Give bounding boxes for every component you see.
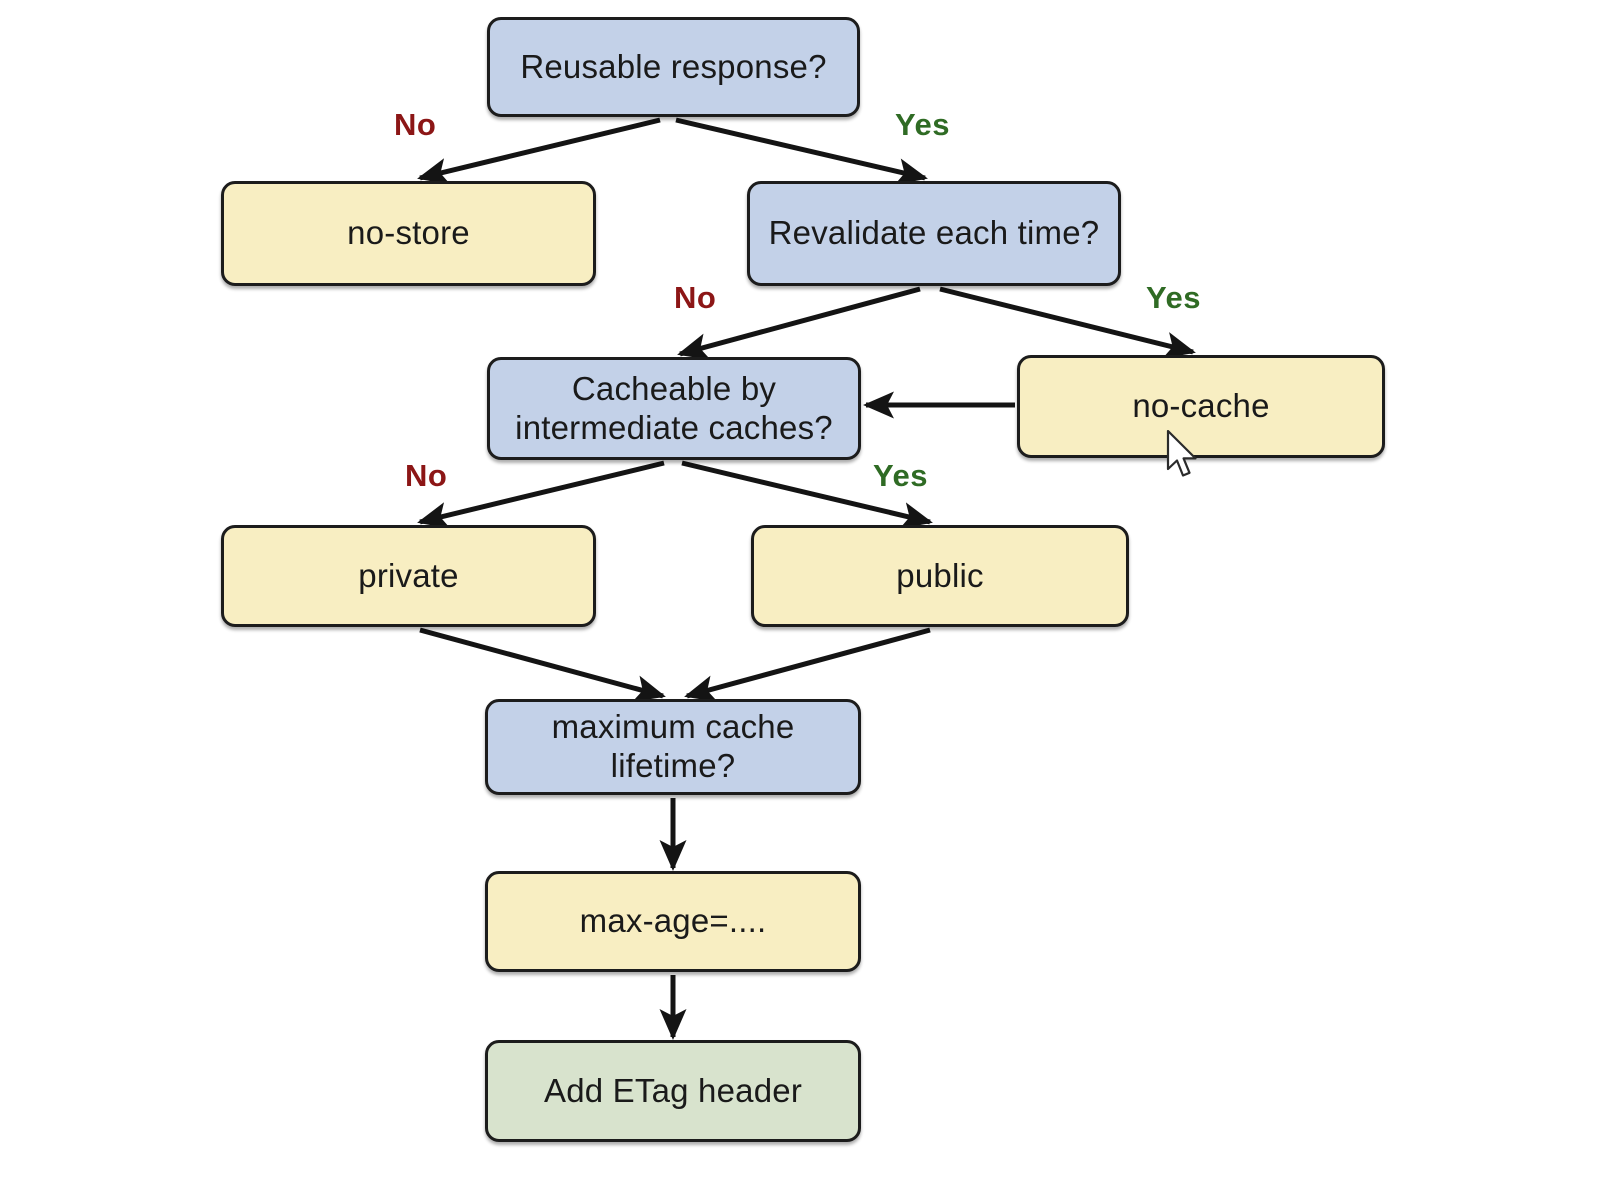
edge-label-no-2: No [674,280,717,315]
node-label: no-cache [1132,387,1270,425]
node-label: Reusable response? [520,47,827,85]
edge-label-yes-1: Yes [895,107,950,142]
node-label: Cacheable by intermediate caches? [515,369,833,446]
edge-label-no-4: No [405,458,448,493]
edge-cacheable-to-private [417,460,665,529]
node-label: public [896,556,984,594]
edge-label-yes-3: Yes [1146,280,1201,315]
node-private[interactable]: private [221,525,596,627]
edge-label-yes-5: Yes [873,458,928,493]
node-nostore[interactable]: no-store [221,181,596,286]
edge-reusable-to-nostore [417,117,661,185]
edge-private-to-maxlife [419,627,666,702]
node-label: no-store [347,214,470,252]
node-revalidate[interactable]: Revalidate each time? [747,181,1121,286]
node-label: Revalidate each time? [768,214,1100,252]
edge-reusable-to-revalidate [675,117,928,185]
node-reusable[interactable]: Reusable response? [487,17,860,117]
node-public[interactable]: public [751,525,1129,627]
node-nocache[interactable]: no-cache [1017,355,1385,458]
edge-public-to-maxlife [684,627,931,702]
node-label: private [358,556,459,594]
node-maxage[interactable]: max-age=.... [485,871,861,972]
node-cacheable[interactable]: Cacheable by intermediate caches? [487,357,861,460]
node-label: maximum cache lifetime? [551,708,795,784]
edge-label-no-0: No [394,107,437,142]
node-maxlife[interactable]: maximum cache lifetime? [485,699,861,795]
node-etag[interactable]: Add ETag header [485,1040,861,1142]
node-label: max-age=.... [579,902,767,940]
node-label: Add ETag header [543,1071,803,1109]
